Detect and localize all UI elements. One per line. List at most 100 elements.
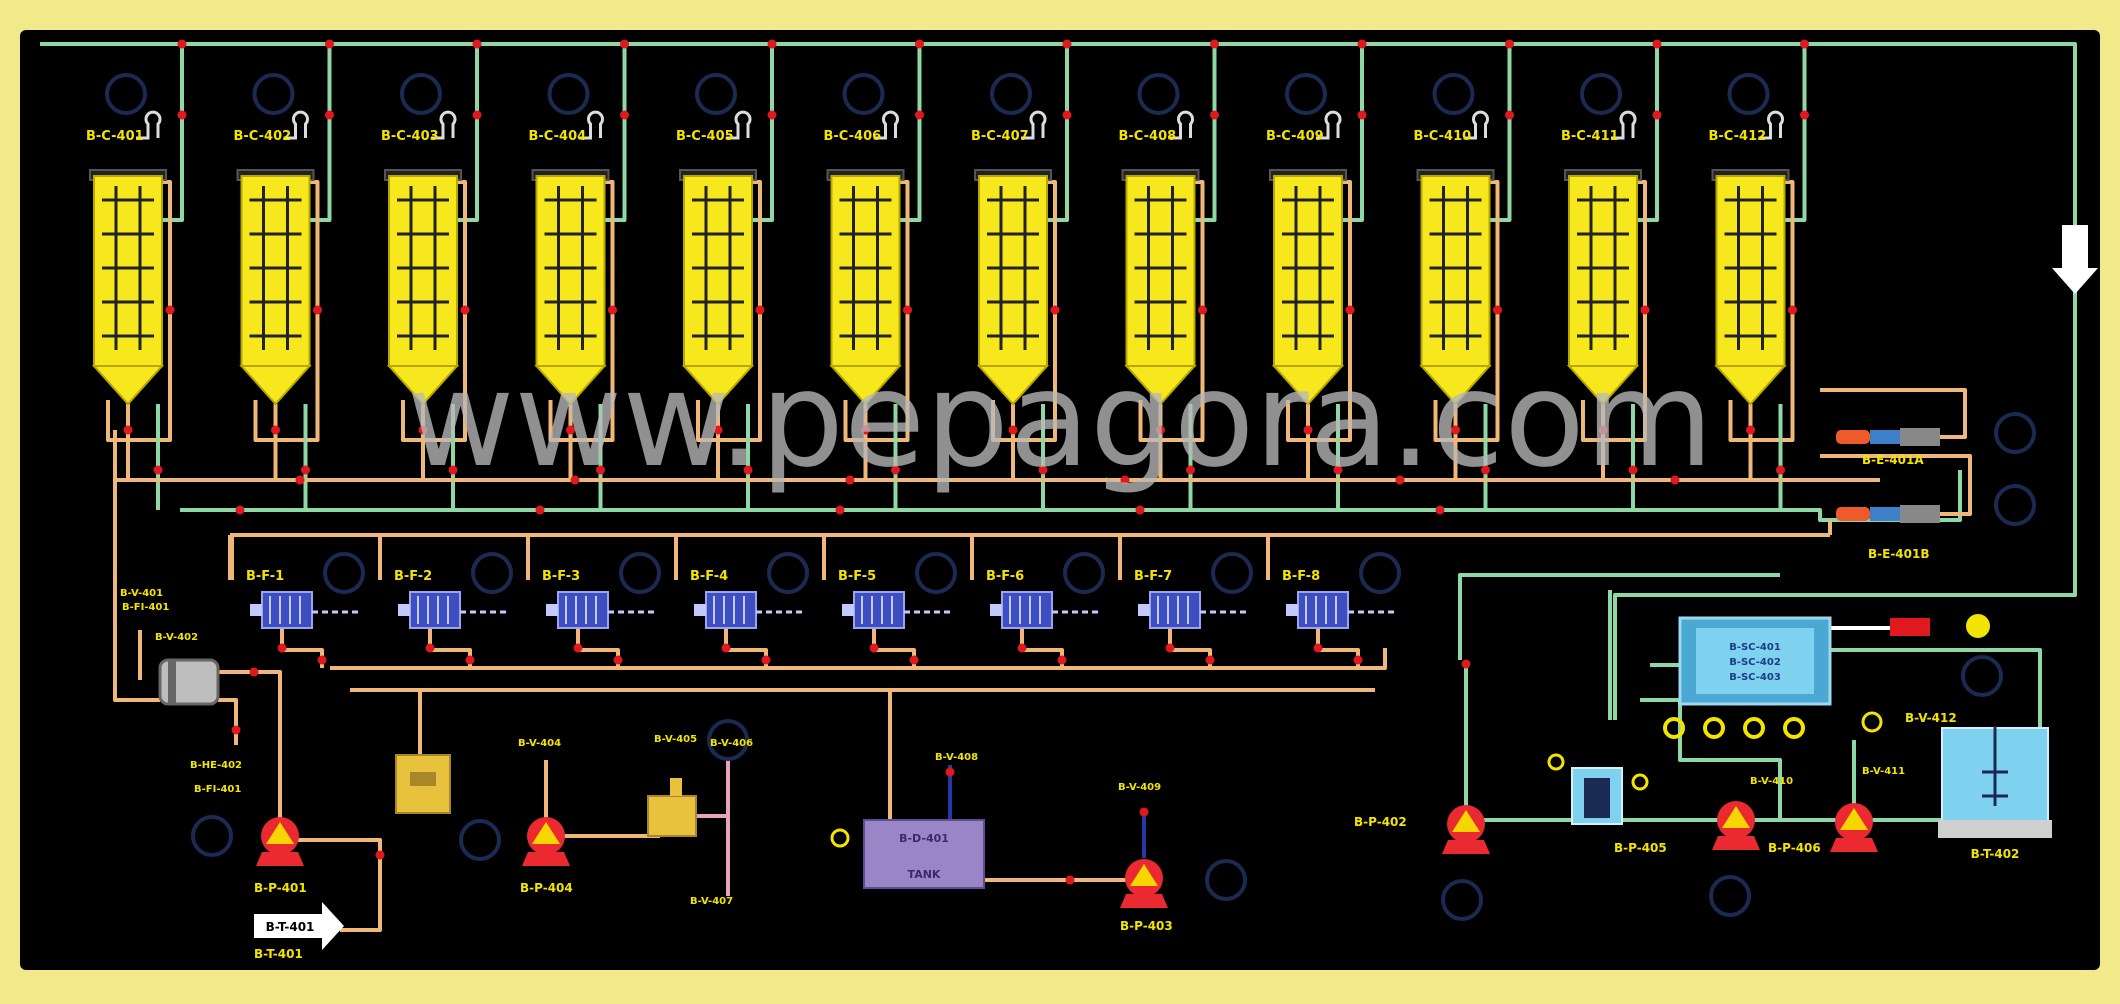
column-vessel [240,175,311,367]
column-side-pipe [1433,180,1500,442]
control-green-pipe [1640,698,1782,820]
valve-marker [1357,39,1367,49]
column-cone [976,365,1050,406]
valve-marker [317,655,327,665]
control-panel-text: B-SC-401 [1729,642,1781,653]
equipment-label: B-HE-402 [190,760,242,771]
valve-marker [1135,505,1145,515]
down-arrow-icon [2052,225,2098,294]
valve-marker [295,475,305,485]
valve-marker [1451,425,1460,435]
column-cone [534,365,607,406]
valve-marker [1670,475,1680,485]
valve-marker [1353,655,1363,665]
mounting-hole-icon [1727,73,1770,115]
valve-marker [713,425,723,435]
mounting-hole-icon [323,552,365,594]
equipment-label: B-V-408 [935,752,978,763]
exchanger-loop-pipe [1820,388,1967,439]
mounting-hole-icon [695,73,737,115]
pump-triangle [1840,808,1868,830]
valve-marker [1062,39,1072,49]
valve-marker [915,110,924,120]
heat-exchanger-hot-end [1836,507,1870,521]
column-cone [239,365,312,406]
valve-marker [177,110,187,120]
valve-marker [1788,305,1797,315]
equipment-label: B-V-404 [518,738,561,749]
valve-handle-icon [1758,110,1784,140]
mounting-hole-icon [767,552,809,594]
equipment-label: B-V-410 [1750,776,1793,787]
column-vessel [1125,175,1196,367]
valve-marker [1120,475,1130,485]
filter-end [1286,604,1298,616]
equipment-label: B-C-403 [381,129,439,144]
box-window [410,772,436,786]
mounting-hole-icon [252,73,295,115]
valve-marker [1652,39,1662,49]
mounting-hole-icon [191,815,233,857]
mounting-hole-icon [105,73,147,115]
valve-marker [1017,643,1027,653]
valve-marker [535,505,545,515]
dosing-unit [647,795,697,837]
valve-marker [460,305,470,315]
equipment-label: B-P-406 [1768,841,1821,855]
valve-marker [835,505,845,515]
tank-label: TANK [908,868,941,881]
equipment-label: B-P-404 [520,881,573,895]
dosing-stack [670,778,682,796]
mounting-hole-icon [619,552,661,594]
valve-handle-icon [1611,110,1637,140]
pump-base [1120,894,1168,908]
equipment-label: B-C-407 [971,129,1029,144]
column-vessel [535,175,606,367]
valve-marker [418,425,428,435]
column-side-pipe [401,180,467,442]
cylinder-outlet-pipe [218,670,282,820]
column-vessel [1420,175,1491,367]
heat-exchanger-shell [1870,430,1900,444]
mounting-hole-icon [459,819,501,861]
mounting-hole-icon [990,73,1032,115]
valve-marker [1210,39,1219,49]
valve-marker [743,465,753,475]
valve-handle-icon [1316,110,1342,140]
valve-marker [425,643,435,653]
valve-marker [1746,425,1755,435]
valve-marker [620,39,629,49]
pump-base [1442,840,1490,854]
valve-marker [1050,305,1060,315]
filter-end [842,604,854,616]
equipment-label: B-P-402 [1354,815,1407,829]
filtrate-header-pipe [330,648,1387,670]
heat-exchanger-shell [1870,507,1900,521]
valve-marker [1776,465,1785,475]
column-cone [1271,365,1345,406]
column-side-pipe [253,180,320,442]
heat-exchanger-hot-end [1836,430,1870,444]
mounting-hole-icon [1063,552,1105,594]
equipment-label: B-F-3 [542,569,580,584]
valve-marker [325,39,334,49]
pump-triangle [1722,806,1750,828]
valve-marker [153,465,163,475]
column-side-pipe [106,180,172,442]
column-cone [91,365,165,406]
valve-marker [1461,659,1471,669]
valve-marker [767,39,777,49]
heat-exchanger-body [1900,428,1940,446]
column-side-pipe [1728,180,1795,442]
valve-marker [1598,425,1608,435]
mounting-hole-icon [1137,73,1180,115]
valve-marker [1038,465,1048,475]
watermark: www.pepagora.com [407,343,1714,497]
valve-marker [1505,110,1514,120]
valve-marker [620,110,629,120]
equipment-label: B-V-412 [1905,711,1957,725]
column-side-pipe [1581,180,1647,442]
